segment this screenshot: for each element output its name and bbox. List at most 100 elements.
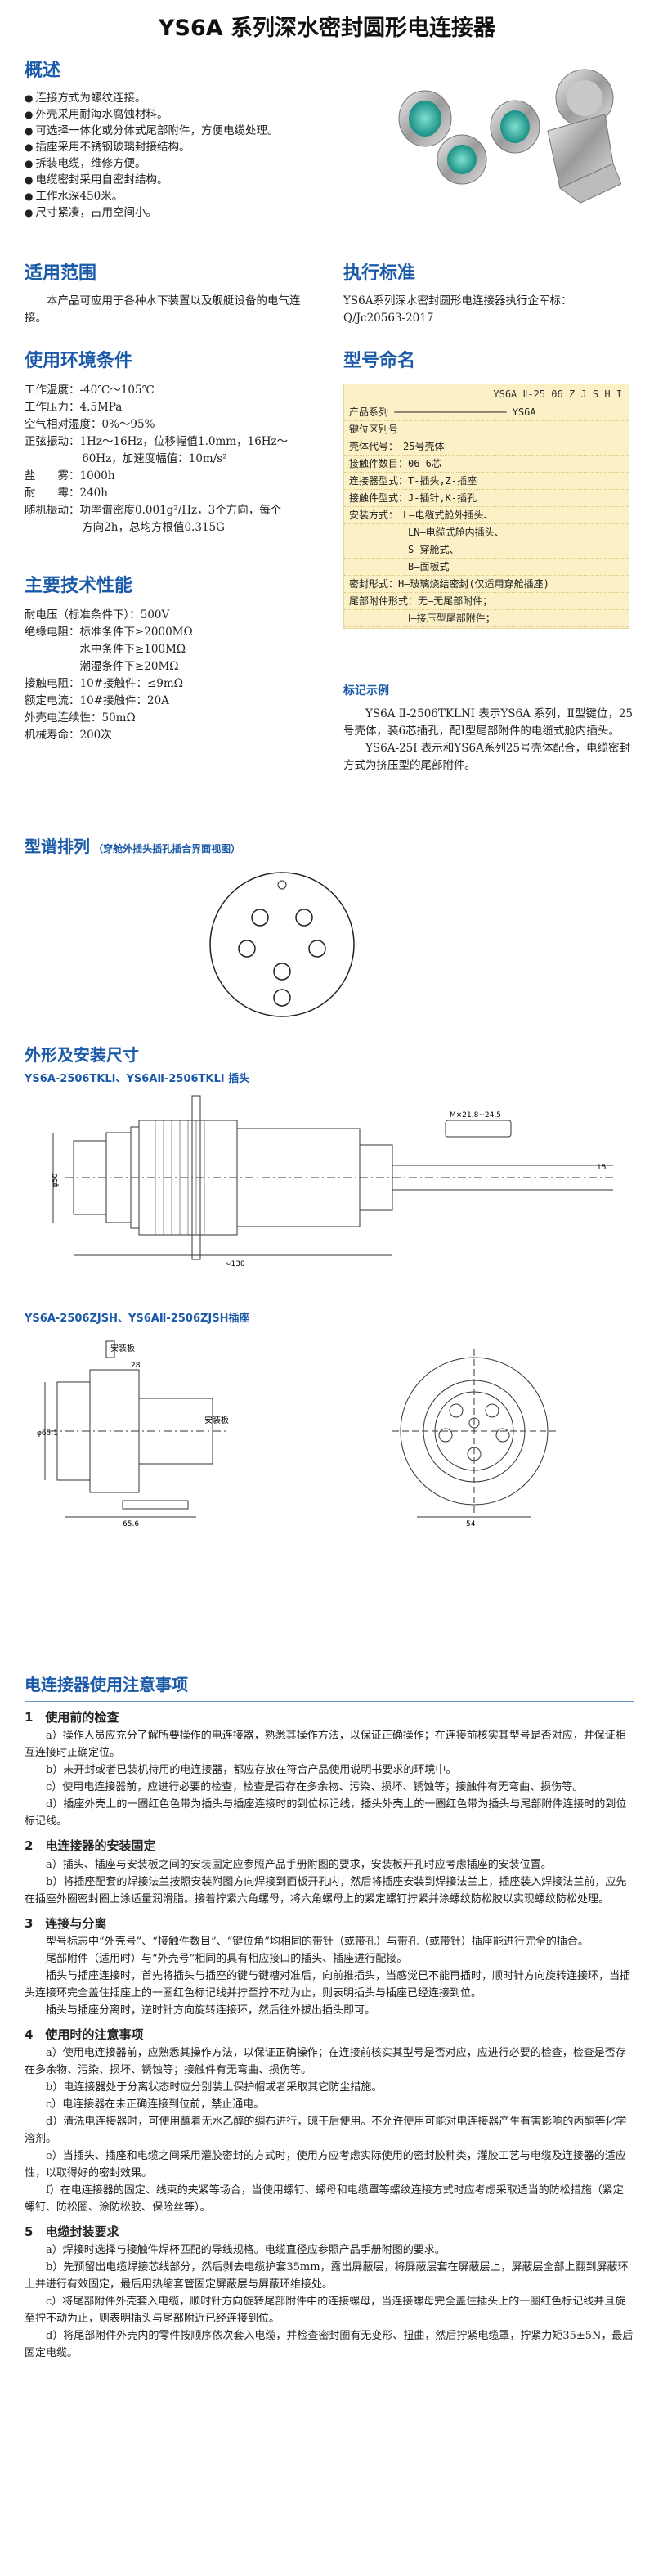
model-row: LN—电缆式舱内插头、 xyxy=(344,524,629,542)
model-row: 接触件型式：J-插针,K-插孔 xyxy=(344,490,629,508)
notes-divider xyxy=(25,1701,634,1702)
overview-list: 连接方式为螺纹连接。外壳采用耐海水腐蚀材料。可选择一体化或分体式尾部附件，方便电… xyxy=(25,90,278,221)
plug-label: YS6A-2506TKLI、YS6AⅡ-2506TKLI 插头 xyxy=(25,1073,250,1085)
dims-section: 外形及安装尺寸 YS6A-2506TKLI、YS6AⅡ-2506TKLI 插头 xyxy=(25,1043,249,1088)
socket-d-board: 安装板 xyxy=(110,1343,135,1353)
pin-section: 型谱排列 （穿舱外插头插孔插合界面视图） xyxy=(25,834,240,859)
notes-section-title: 3 连接与分离 xyxy=(25,1915,107,1931)
environment-line: 方向2h，总均方根值0.315G xyxy=(82,521,225,535)
notes-section-title: 4 使用时的注意事项 xyxy=(25,2026,144,2042)
tech-line: 绝缘电阻：标准条件下≥2000MΩ xyxy=(25,626,193,640)
notes-paragraph: e）当插头、插座和电缆之间采用灌胶密封的方式时，使用方应考虑实际使用的密封胶种类… xyxy=(25,2150,626,2179)
overview-item: 尺寸紧凑，占用空间小。 xyxy=(25,204,278,221)
plug-d-mx: M×21.8~24.5 xyxy=(450,1111,501,1120)
page-title: YS6A 系列深水密封圆形电连接器 xyxy=(158,16,496,41)
product-photo xyxy=(398,69,621,204)
notes-paragraph: 型号标志中“外壳号”、“接触件数目”、“键位角”均相同的带针（或带孔）与带孔（或… xyxy=(46,1935,589,1948)
model-row: Ⅰ—接压型尾部附件； xyxy=(344,610,629,628)
mark-p2: YS6A-25I 表示和YS6A系列25号壳体配合，电缆密封方式为挤压型的尾部附… xyxy=(343,741,631,772)
notes-paragraph: d）插座外壳上的一圈红色色带为插头与插座连接时的到位标记线，插头外壳上的一圈红色… xyxy=(25,1798,627,1829)
model-row-text: LN—电缆式舱内插头、 xyxy=(349,527,504,539)
notes-paragraph: a）焊接时选择与接触件焊杯匹配的导线规格。电缆直径应参照产品手册附图的要求。 xyxy=(46,2244,446,2257)
notes-section-title: 2 电连接器的安装固定 xyxy=(25,1838,156,1854)
plug-d-15: 15 xyxy=(597,1164,606,1172)
tech-line: 额定电流：10#接触件：20A xyxy=(25,694,169,708)
environment-line: 随机振动：功率谱密度0.001g²/Hz，3个方向，每个 xyxy=(25,504,282,518)
environment-line: 正弦振动：1Hz～16Hz，位移幅值1.0mm，16Hz～ xyxy=(25,435,289,449)
mark-heading: 标记示例 xyxy=(343,684,389,698)
plug-drawing: φ50 ≈130 M×21.8~24.5 15 xyxy=(52,1095,613,1268)
tech-heading: 主要技术性能 xyxy=(25,576,133,596)
mark-section: 标记示例 YS6A Ⅱ-2506TKLNI 表示YS6A 系列，Ⅱ型键位，25号… xyxy=(343,683,634,774)
socket-d-651: φ65.1 xyxy=(37,1429,58,1438)
notes-paragraph: c）使用电连接器前，应进行必要的检查，检查是否存在多余物、污染、损坏、锈蚀等；接… xyxy=(46,1781,584,1794)
environment-heading: 使用环境条件 xyxy=(25,351,133,371)
model-row: 产品系列 ─────────────────── YS6A xyxy=(344,404,629,422)
notes-paragraph: b）先预留出电缆焊接芯线部分，然后剥去电缆护套35mm，露出屏蔽层，将屏蔽层套在… xyxy=(25,2261,629,2291)
notes-paragraph: b）将插座配套的焊接法兰按照安装附图方向焊接到面板开孔内，然后将插座安装到焊接法… xyxy=(25,1875,627,1905)
model-row-text: 键位区别号 xyxy=(349,424,399,436)
notes-paragraph: 插头与插座连接时，首先将插头与插座的键与键槽对准后，向前推插头，当感觉已不能再插… xyxy=(25,1969,631,1999)
model-row: 安装方式： L—电缆式舱外插头、 xyxy=(344,507,629,525)
socket-d-board2: 安装板 xyxy=(204,1415,229,1425)
mark-p1: YS6A Ⅱ-2506TKLNI 表示YS6A 系列，Ⅱ型键位，25号壳体，装6… xyxy=(343,707,634,738)
model-row: S—穿舱式、 xyxy=(344,541,629,559)
notes-body: 1 使用前的检查 a）操作人员应充分了解所要操作的电连接器，熟悉其操作方法，以保证… xyxy=(25,1708,634,2362)
model-row: 连接器型式：T-插头,Z-插座 xyxy=(344,473,629,491)
socket-d-28: 28 xyxy=(131,1362,141,1370)
overview-item: 电缆密封采用自密封结构。 xyxy=(25,172,278,188)
notes-paragraph: c）将尾部附件外壳套入电缆，顺时针方向旋转尾部附件中的连接螺母，当连接螺母完全盖… xyxy=(25,2296,626,2326)
notes-paragraph: d）将尾部附件外壳内的零件按顺序依次套入电缆，并检查密封圈有无变形、扭曲，然后拧… xyxy=(25,2330,634,2360)
model-row: 接触件数目：06-6芯 xyxy=(344,456,629,473)
notes-section-title: 5 电缆封装要求 xyxy=(25,2224,119,2239)
model-row-text: Ⅱ—非密封型尾部附件； xyxy=(349,627,507,628)
overview-item: 插座采用不锈钢玻璃封接结构。 xyxy=(25,139,278,155)
model-code: YS6A Ⅱ-25 06 Z J S H I xyxy=(493,388,622,401)
plug-d-phi50: φ50 xyxy=(52,1173,60,1187)
environment-line: 盐 雾：1000h xyxy=(25,469,115,483)
overview-heading: 概述 xyxy=(25,61,61,81)
model-row: 壳体代号： 25号壳体 xyxy=(344,438,629,456)
socket-d-656: 65.6 xyxy=(123,1520,139,1528)
pin-heading: 型谱排列 xyxy=(25,837,90,856)
standard-section: 执行标准 YS6A系列深水密封圆形电连接器执行企军标：Q/Jc20563-201… xyxy=(343,260,629,327)
overview-item: 连接方式为螺纹连接。 xyxy=(25,90,278,106)
pin-diagram xyxy=(209,872,355,1017)
tech-line: 水中条件下≥100MΩ xyxy=(25,643,186,657)
plug-d-130: ≈130 xyxy=(225,1260,245,1268)
notes-section-title: 1 使用前的检查 xyxy=(25,1710,119,1725)
scope-text: 本产品可应用于各种水下装置以及舰艇设备的电气连接。 xyxy=(25,294,301,325)
environment-line: 工作压力：4.5MPa xyxy=(25,401,123,415)
overview-item: 外壳采用耐海水腐蚀材料。 xyxy=(25,106,278,123)
notes-paragraph: 尾部附件（适用时）与“外壳号”相同的具有相应接口的插头、插座进行配接。 xyxy=(46,1952,408,1965)
notes-paragraph: a）使用电连接器前，应熟悉其操作方法，以保证正确操作；在连接前核实其型号是否对应… xyxy=(25,2047,626,2076)
notes-paragraph: b）未开封或者已装机待用的电连接器，都应存放在符合产品使用说明书要求的环境中。 xyxy=(46,1764,457,1777)
model-rows: 产品系列 ─────────────────── YS6A 键位区别号壳体代号： … xyxy=(344,404,629,628)
model-row: 尾部附件形式：无—无尾部附件； xyxy=(344,593,629,611)
pin-sub: （穿舱外插头插孔插合界面视图） xyxy=(93,843,241,855)
model-row: 密封形式：H—玻璃烧结密封(仅适用穿舱插座) xyxy=(344,576,629,594)
model-row-text: B—面板式 xyxy=(349,561,450,573)
notes-paragraph: 插头与插座分离时，逆时针方向旋转连接环，然后往外拔出插头即可。 xyxy=(46,2004,376,2017)
standard-text: YS6A系列深水密封圆形电连接器执行企军标：Q/Jc20563-2017 xyxy=(343,294,572,325)
notes-paragraph: b）电连接器处于分离状态时应分别装上保护帽或者采取其它防尘措施。 xyxy=(46,2081,383,2094)
model-row: 键位区别号 xyxy=(344,421,629,439)
model-row: Ⅱ—非密封型尾部附件； xyxy=(344,627,629,628)
notes-paragraph: a）操作人员应充分了解所要操作的电连接器，熟悉其操作方法，以保证正确操作；在连接… xyxy=(25,1730,626,1760)
model-row-text: 接触件数目：06-6芯 xyxy=(349,458,441,470)
tech-line: 接触电阻：10#接触件：≤9mΩ xyxy=(25,677,183,691)
dims-heading: 外形及安装尺寸 xyxy=(25,1045,139,1065)
environment-line: 空气相对湿度：0%～95% xyxy=(25,418,155,432)
socket-d-54: 54 xyxy=(466,1520,476,1528)
notes-paragraph: f）在电连接器的固定、线束的夹紧等场合，当使用螺钉、螺母和电缆罩等螺纹连接方式时… xyxy=(25,2184,624,2214)
socket-label: YS6A-2506ZJSH、YS6AⅡ-2506ZJSH插座 xyxy=(25,1313,250,1325)
notes-paragraph: c）电连接器在未正确连接到位前，禁止通电。 xyxy=(46,2098,265,2111)
notes-paragraph: d）清洗电连接器时，可使用蘸着无水乙醇的绸布进行，晾干后使用。不允许使用可能对电… xyxy=(25,2116,627,2145)
overview-section: 概述 连接方式为螺纹连接。外壳采用耐海水腐蚀材料。可选择一体化或分体式尾部附件，… xyxy=(25,57,278,221)
tech-line: 机械寿命：200次 xyxy=(25,729,112,743)
